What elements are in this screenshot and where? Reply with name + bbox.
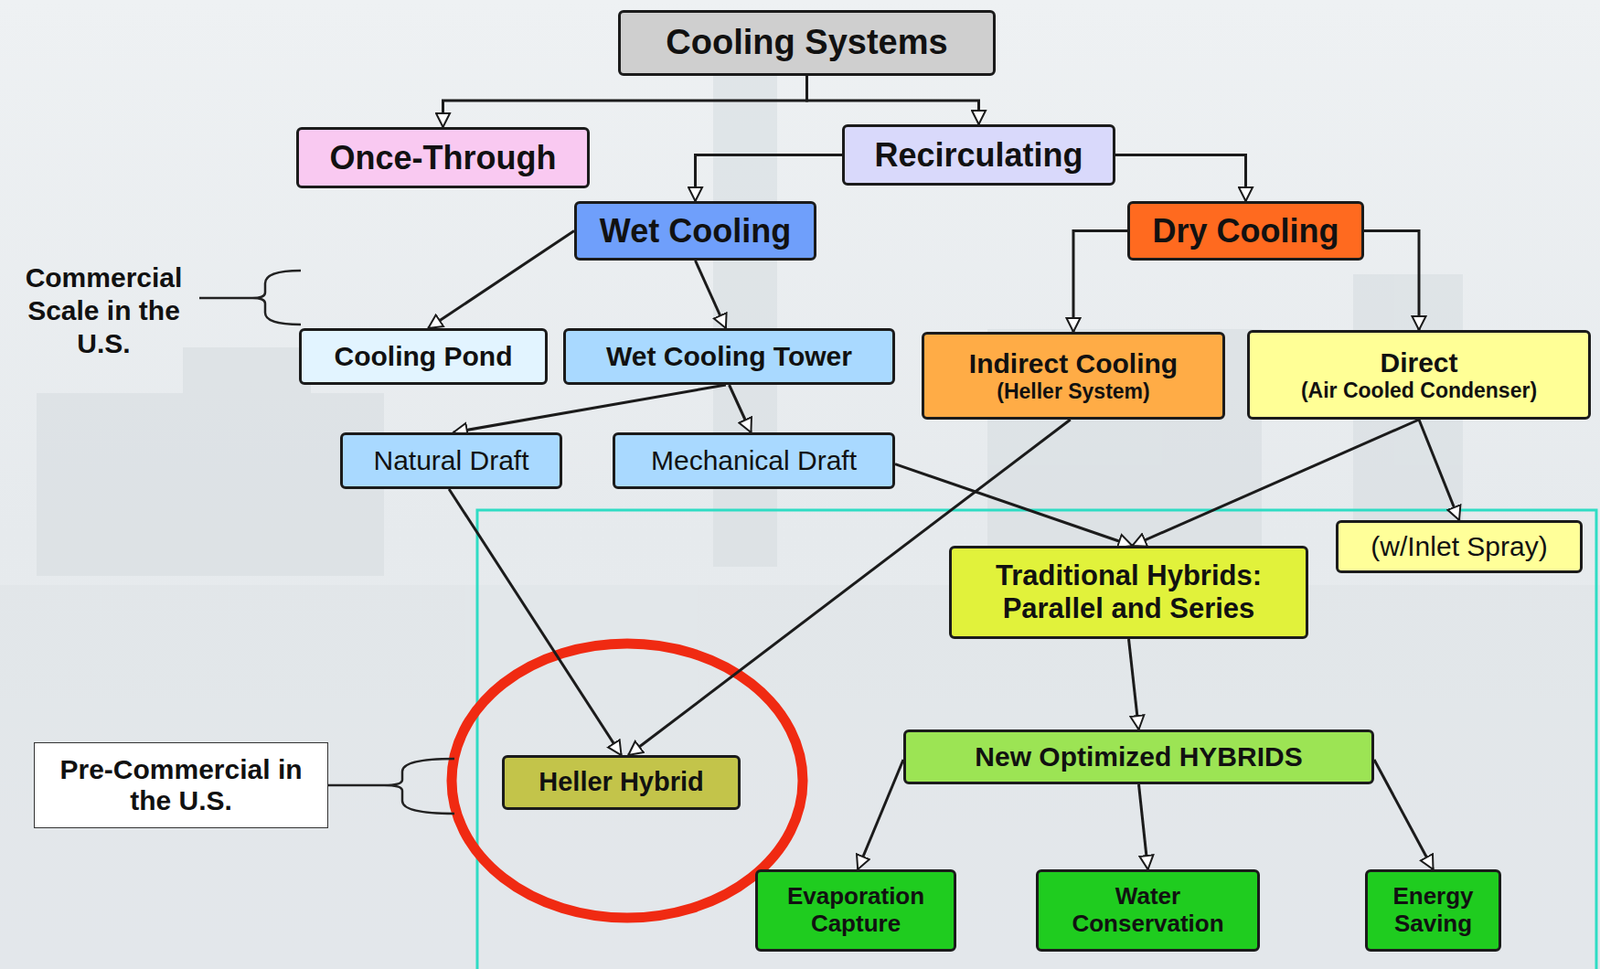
connector-arrow [729,384,752,433]
process-box: Energy Saving [1365,869,1502,952]
box-text: (Air Cooled Condenser) [1301,378,1537,403]
connector-arrow [695,260,726,329]
process-box: Heller Hybrid [501,755,741,811]
box-text: Wet Cooling [599,212,791,250]
process-box: Water Conservation [1035,869,1260,952]
plant-silhouette [0,54,1600,969]
box-text: New Optimized HYBRIDS [974,741,1302,774]
box-text: Recirculating [874,136,1083,174]
connector-arrow [448,489,621,756]
connector-arrow [1374,759,1434,870]
box-text: Mechanical Draft [650,445,857,478]
connector-arrow [1418,419,1460,521]
process-box: Once-Through [296,127,590,189]
box-text: (Heller System) [996,379,1150,404]
connector-arrow [1073,231,1128,333]
process-box: Direct(Air Cooled Condenser) [1247,330,1591,420]
highlight-ellipse [451,643,803,918]
process-box: Traditional Hybrids: Parallel and Series [949,545,1309,640]
process-box: Recirculating [842,124,1116,186]
box-text: Natural Draft [373,445,529,478]
annotation-box: Pre-Commercial in the U.S. [33,742,329,829]
bracket [326,758,455,814]
process-box: Evaporation Capture [755,869,957,952]
box-text: Once-Through [330,138,557,177]
connector-arrow [1139,784,1149,870]
process-box: Mechanical Draft [612,432,896,490]
process-box: New Optimized HYBRIDS [903,729,1375,785]
connector-arrow [1115,155,1247,203]
connector-arrow [895,464,1132,546]
box-text: Direct [1379,347,1458,380]
box-text: Cooling Pond [334,341,513,374]
connector-arrow [443,75,808,128]
connector-arrow [427,231,575,330]
process-box: Cooling Pond [298,328,548,385]
box-text: Indirect Cooling [969,348,1178,381]
box-text: Pre-Commercial in the U.S. [45,754,317,818]
process-box: Dry Cooling [1127,201,1365,261]
connector-arrow [695,155,843,203]
connector-arrow [1364,231,1419,331]
box-text: (w/Inlet Spray) [1370,531,1547,564]
box-text: Traditional Hybrids: Parallel and Series [962,559,1295,625]
connector-arrow [807,75,980,125]
process-box: Indirect Cooling(Heller System) [921,331,1226,420]
process-box: (w/Inlet Spray) [1335,520,1583,574]
process-box: Natural Draft [340,432,563,490]
box-text: Dry Cooling [1152,212,1340,250]
annotation-label: Commercial Scale in the U.S. [5,261,203,361]
box-text: Evaporation Capture [768,883,943,939]
process-box: Wet Cooling Tower [563,328,896,385]
box-text: Wet Cooling Tower [606,341,853,374]
connector-arrow [453,384,726,433]
connector-arrow [1129,639,1140,730]
hybrid-region [477,510,1597,969]
box-text: Heller Hybrid [538,767,704,798]
process-box: Cooling Systems [618,10,996,76]
bracket [199,270,301,325]
connector-arrow [857,759,904,870]
box-text: Cooling Systems [665,22,948,64]
box-text: Energy Saving [1378,883,1488,939]
box-text: Water Conservation [1049,883,1247,939]
process-box: Wet Cooling [574,201,817,261]
